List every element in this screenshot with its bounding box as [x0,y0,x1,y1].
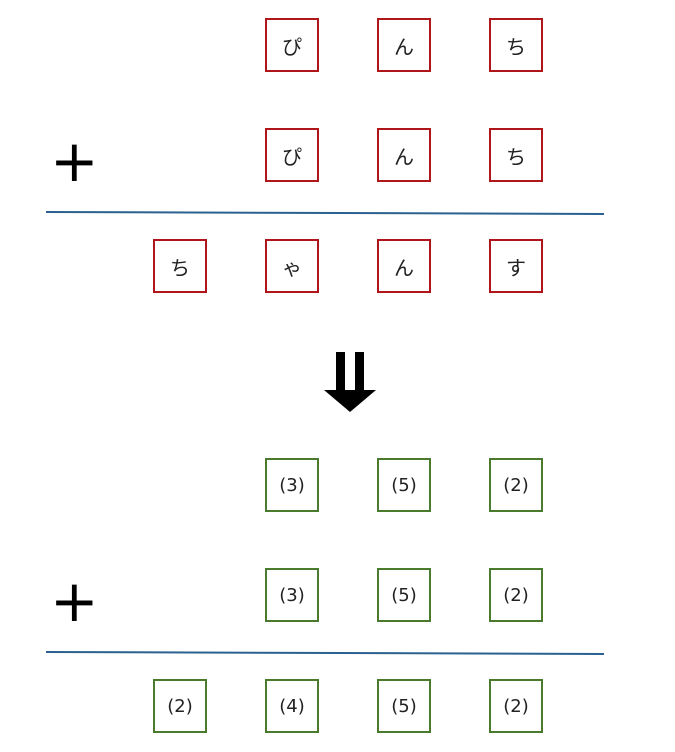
kana-box: ぴ [265,128,319,182]
number-box: (5) [377,679,431,733]
number-box: (2) [489,568,543,622]
kana-box: ち [153,239,207,293]
sum-rule [45,651,605,655]
kana-box: ん [377,18,431,72]
number-box: (2) [153,679,207,733]
number-box: (2) [489,458,543,512]
number-box: (3) [265,458,319,512]
plus-sign: + [50,567,99,635]
number-box: (3) [265,568,319,622]
sum-rule [45,211,605,215]
kana-box: ん [377,128,431,182]
plus-sign: + [50,127,99,195]
kana-box: ん [377,239,431,293]
double-down-arrow-icon [324,352,376,412]
kana-box: す [489,239,543,293]
kana-box: ぴ [265,18,319,72]
kana-box: ゃ [265,239,319,293]
kana-box: ち [489,128,543,182]
number-box: (2) [489,679,543,733]
number-box: (5) [377,458,431,512]
kana-box: ち [489,18,543,72]
number-box: (4) [265,679,319,733]
number-box: (5) [377,568,431,622]
